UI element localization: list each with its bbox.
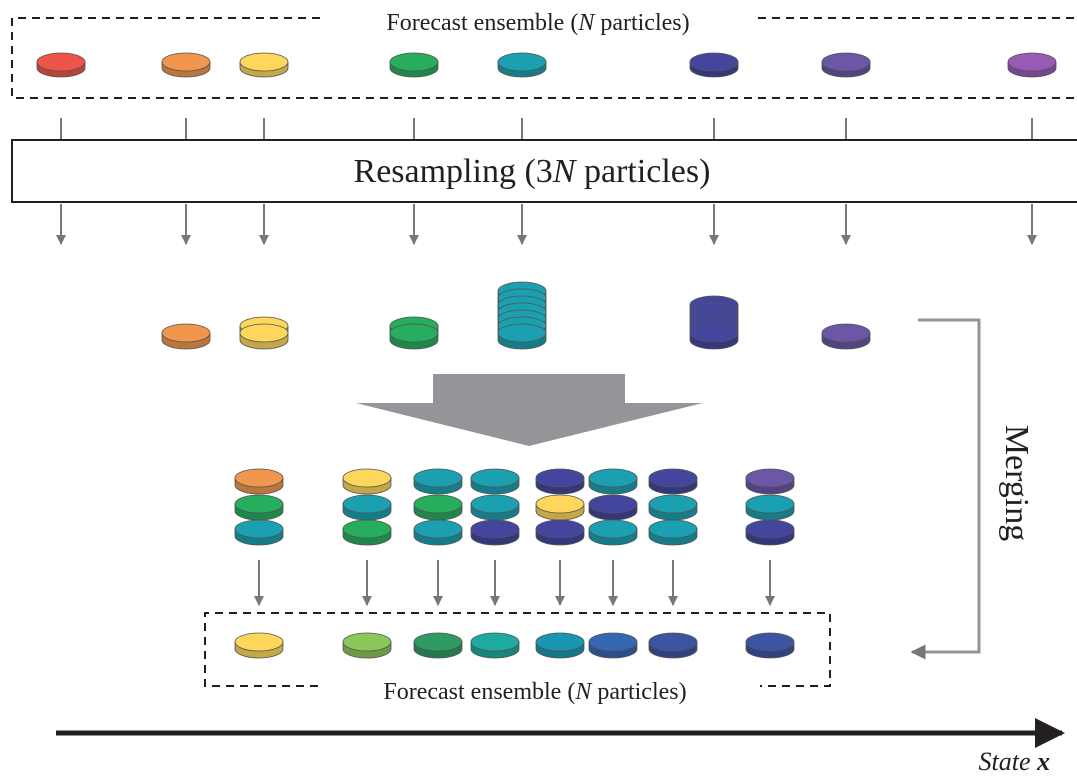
top-ensemble-label: Forecast ensemble (N particles) xyxy=(386,10,689,36)
particle-disc xyxy=(342,494,392,521)
merging-bracket-arrow xyxy=(910,318,981,660)
particle-disc xyxy=(234,519,284,546)
state-axis-label: State x xyxy=(979,747,1051,776)
particle-disc xyxy=(588,468,638,495)
particle-disc xyxy=(413,494,463,521)
particle-disc xyxy=(470,468,520,495)
particle-disc xyxy=(234,494,284,521)
particle-disc xyxy=(535,519,585,546)
merge-group xyxy=(470,468,520,546)
particle-disc xyxy=(342,468,392,495)
particle-disc xyxy=(648,519,698,546)
particle-disc xyxy=(239,52,289,78)
particle-disc xyxy=(745,632,795,659)
particle-disc xyxy=(745,494,795,521)
arrows-to-merged xyxy=(254,560,775,606)
particle-disc xyxy=(36,52,86,78)
particle-disc xyxy=(239,323,289,350)
particle-disc xyxy=(821,323,871,350)
particle-disc xyxy=(470,632,520,659)
particle-disc xyxy=(413,632,463,659)
particle-disc xyxy=(588,632,638,659)
particle-disc xyxy=(689,52,739,78)
merge-group xyxy=(413,468,463,546)
particle-disc xyxy=(648,468,698,495)
merge-group xyxy=(535,468,585,546)
particle-disc xyxy=(470,519,520,546)
particle-disc xyxy=(413,468,463,495)
particle-disc xyxy=(535,632,585,659)
particle-disc xyxy=(588,494,638,521)
particle-disc xyxy=(161,323,211,350)
particle-disc xyxy=(1007,52,1057,78)
arrows-out-resampling xyxy=(56,204,1037,245)
particle-disc xyxy=(413,519,463,546)
particle-disc xyxy=(342,519,392,546)
top-ensemble-box xyxy=(11,17,1077,99)
particle-disc xyxy=(535,468,585,495)
merge-group xyxy=(588,468,638,546)
merging-label: Merging xyxy=(998,425,1035,541)
particle-disc xyxy=(389,52,439,78)
particle-disc xyxy=(497,323,547,350)
merge-group xyxy=(648,468,698,546)
particle-disc xyxy=(497,52,547,78)
particle-disc xyxy=(588,519,638,546)
particle-disc xyxy=(689,323,739,350)
merge-group xyxy=(234,468,284,546)
particle-disc xyxy=(234,468,284,495)
resampling-label: Resampling (3N particles) xyxy=(354,153,711,190)
resampled-stacks xyxy=(161,281,871,350)
top-particles xyxy=(36,52,1057,78)
merge-group xyxy=(745,468,795,546)
particle-disc xyxy=(648,632,698,659)
merged-particles xyxy=(234,632,795,659)
particle-disc xyxy=(342,632,392,659)
particle-disc xyxy=(470,494,520,521)
merge-groups xyxy=(234,468,795,546)
particle-disc xyxy=(161,52,211,78)
particle-disc xyxy=(821,52,871,78)
particle-disc xyxy=(234,632,284,659)
particle-disc xyxy=(648,494,698,521)
particle-disc xyxy=(389,323,439,350)
particle-disc xyxy=(745,519,795,546)
particle-disc xyxy=(745,468,795,495)
arrows-into-resampling xyxy=(60,118,1033,140)
merge-group xyxy=(342,468,392,546)
bottom-ensemble-label: Forecast ensemble (N particles) xyxy=(383,679,686,705)
big-down-arrow xyxy=(356,374,703,446)
resampling-box xyxy=(11,139,1077,203)
particle-disc xyxy=(535,494,585,521)
